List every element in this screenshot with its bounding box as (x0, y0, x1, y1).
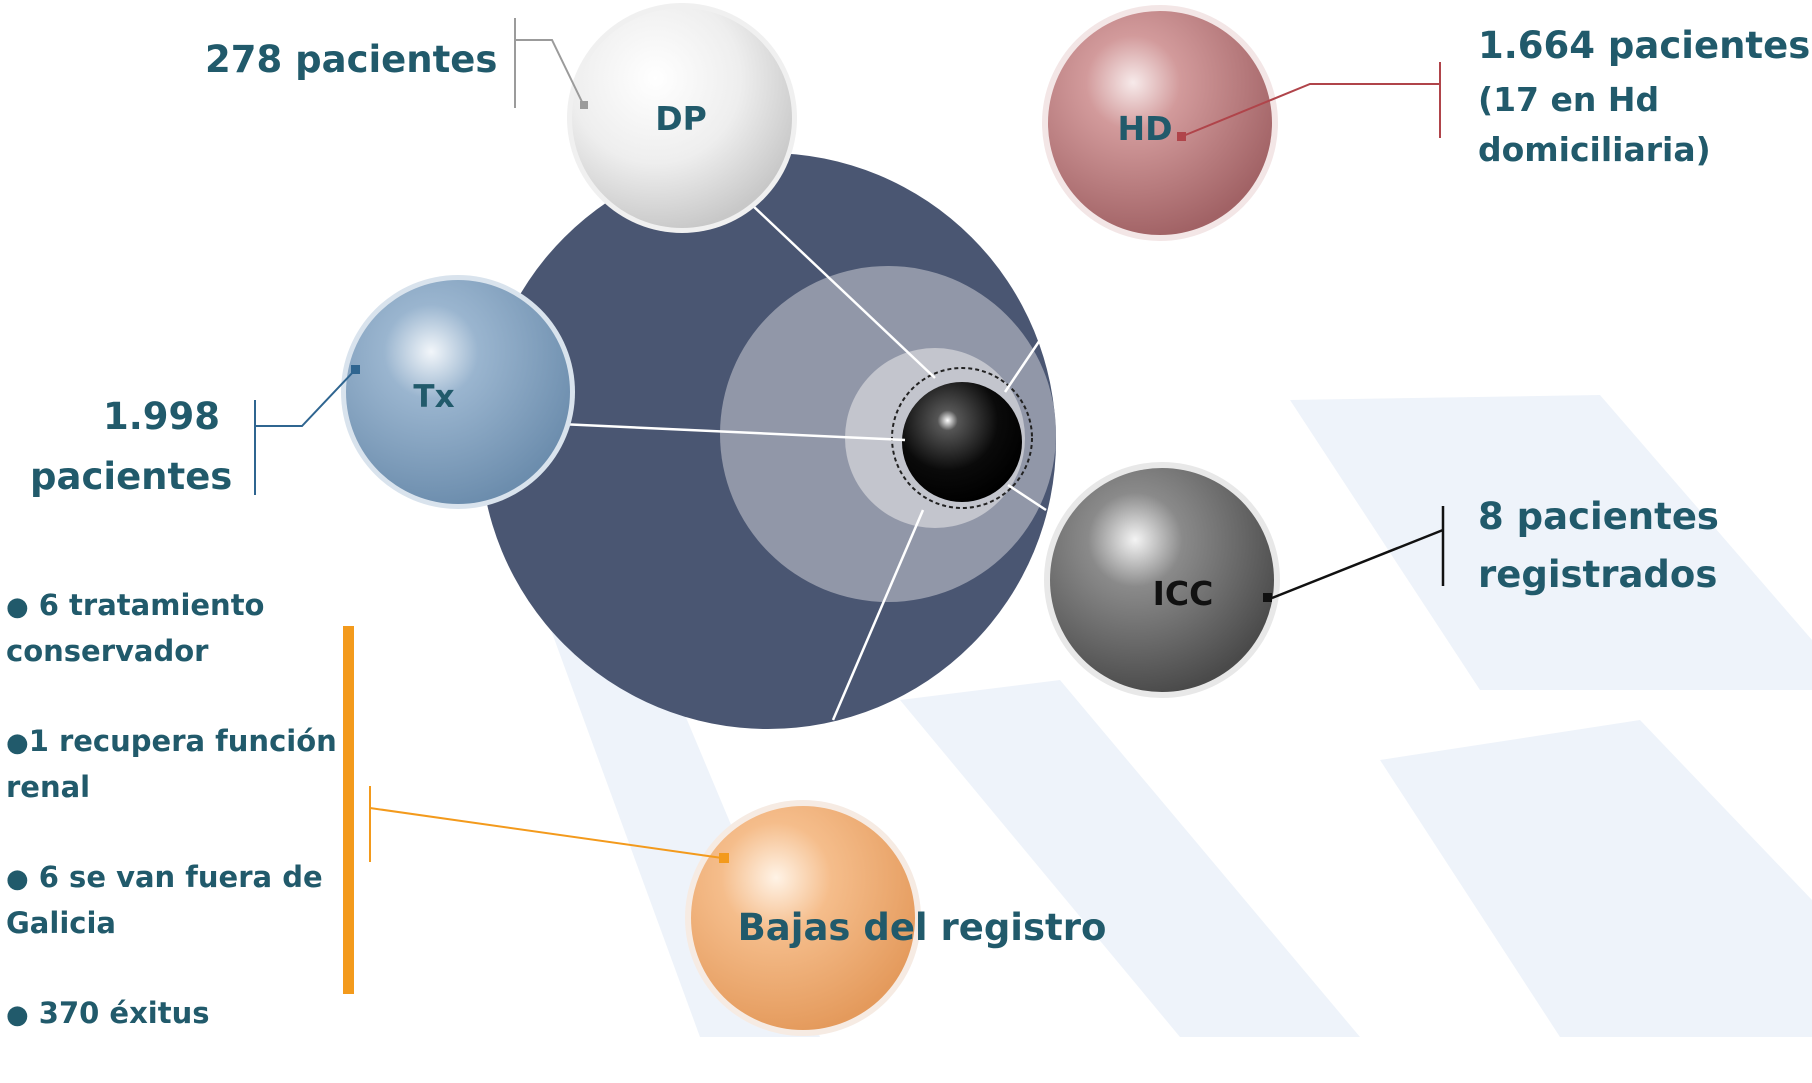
list-item-text: 1 recupera función renal (6, 724, 337, 804)
tx-connector (254, 365, 360, 495)
list-item-text: 6 tratamiento conservador (6, 588, 265, 668)
hd-count: 1.664 pacientes (1478, 24, 1811, 67)
tx-count-line2: pacientes (30, 455, 233, 498)
list-item: ●1 recupera función renal (6, 719, 341, 809)
bullet-icon: ● (6, 728, 29, 758)
bajas-connector (369, 786, 729, 863)
dp-connector (514, 18, 588, 109)
spokes (559, 204, 1047, 721)
tx-label: Tx (413, 379, 454, 415)
icc-sphere (1050, 468, 1274, 692)
bullet-icon: ● (6, 864, 29, 894)
tx-sphere (346, 280, 570, 504)
dp-label: DP (655, 99, 707, 138)
icc-label: ICC (1153, 574, 1214, 613)
list-item: ● 6 se van fuera de Galicia (6, 855, 341, 945)
list-item: ● 6 tratamiento conservador (6, 583, 341, 673)
tx-count-line1: 1.998 (102, 395, 220, 438)
bullet-icon: ● (6, 592, 29, 622)
hd-label: HD (1117, 109, 1172, 148)
diagram-canvas: DP HD Tx ICC Bajas del registro (254, 3, 1812, 1037)
icc-count-line1: 8 pacientes (1478, 495, 1719, 538)
icc-count-line2: registrados (1478, 553, 1718, 596)
bajas-bracket-bar (343, 626, 354, 994)
list-item-text: 370 éxitus (28, 996, 210, 1030)
hd-note-line2: domiciliaria) (1478, 130, 1711, 169)
list-item-text: 6 se van fuera de Galicia (6, 860, 323, 940)
dp-sphere (572, 8, 792, 228)
core-sphere (902, 382, 1022, 502)
bullet-icon: ● (6, 1000, 29, 1030)
hd-sphere (1048, 11, 1272, 235)
list-item: ● 370 éxitus (6, 991, 341, 1037)
dp-count: 278 pacientes (205, 38, 498, 81)
bajas-list: ● 6 tratamiento conservador ●1 recupera … (6, 583, 341, 1083)
core-ring (891, 367, 1033, 509)
icc-connector (1263, 506, 1445, 602)
hd-note-line1: (17 en Hd (1478, 80, 1660, 119)
hd-connector (1177, 62, 1441, 141)
bajas-sphere (691, 806, 915, 1030)
bajas-label: Bajas del registro (738, 906, 1107, 949)
